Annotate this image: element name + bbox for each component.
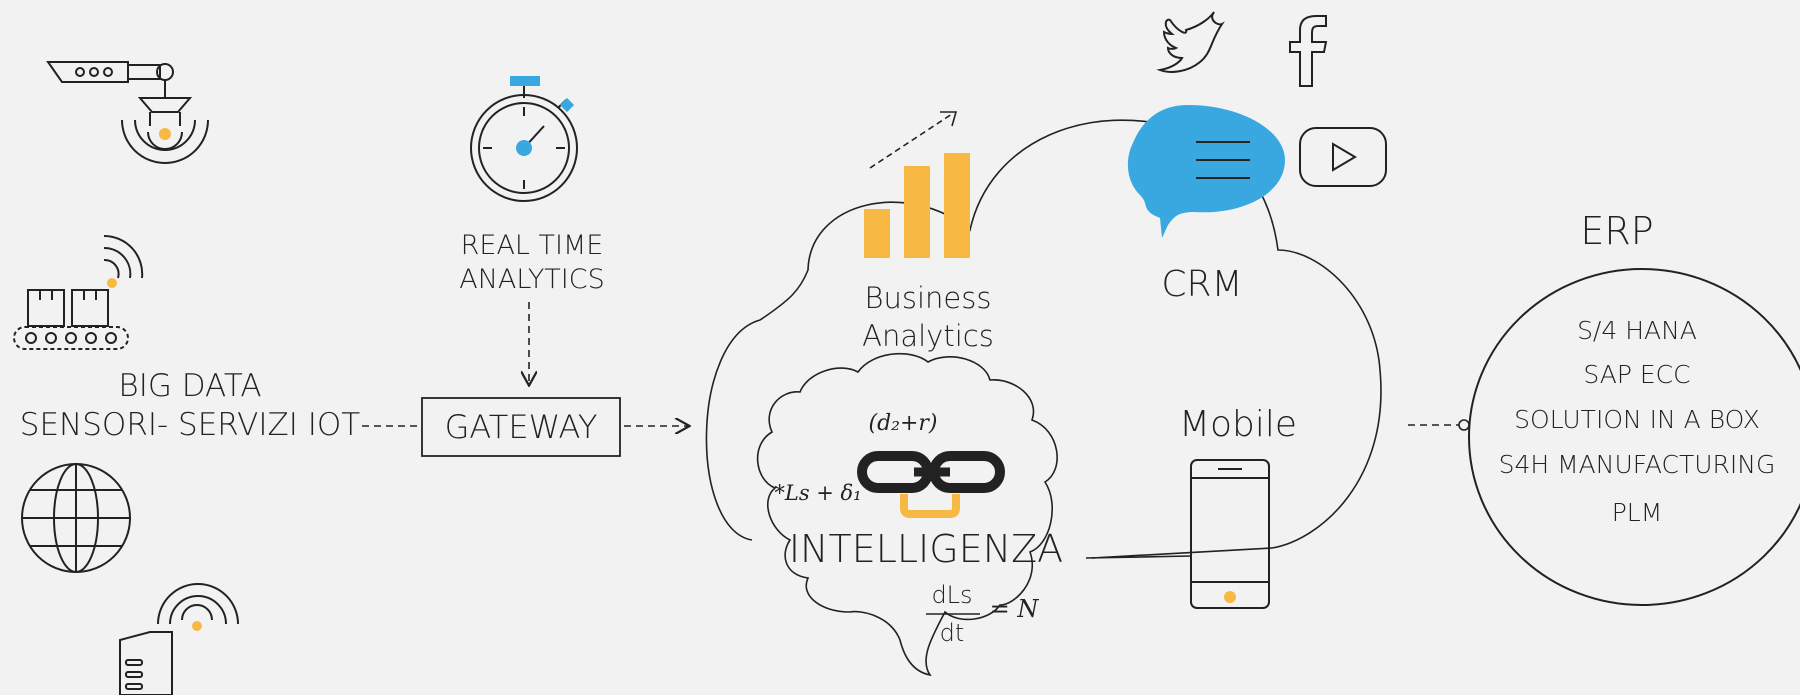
- smartphone-home-button: [1224, 591, 1236, 603]
- formula-denominator: dt: [940, 619, 965, 647]
- smartphone-icon: [1190, 459, 1270, 609]
- facebook-icon: [1289, 15, 1328, 87]
- gateway-box: [421, 397, 621, 457]
- robot-arm-icon: [46, 61, 209, 164]
- erp-item: SOLUTION IN A BOX: [1514, 405, 1760, 434]
- business-analytics-subtitle: Analytics: [862, 319, 994, 353]
- erp-title: ERP: [1580, 209, 1653, 253]
- connector-end-dot: [1458, 419, 1470, 431]
- real-time-title: REAL TIME: [461, 230, 604, 261]
- bar-3: [944, 153, 970, 258]
- gateway-label: GATEWAY: [445, 408, 598, 446]
- stopwatch-center: [516, 140, 532, 156]
- chain-link-icon: [857, 451, 1005, 518]
- stopwatch-button: [510, 76, 540, 86]
- erp-item: PLM: [1612, 498, 1663, 527]
- brain-shape: [756, 352, 1058, 677]
- chat-bubble-icon: [1127, 105, 1285, 238]
- intelligenza-label: INTELLIGENZA: [789, 527, 1063, 571]
- twitter-icon: [1156, 11, 1225, 73]
- erp-item: S4H MANUFACTURING: [1499, 450, 1776, 479]
- sim-card-dot: [192, 621, 202, 631]
- bar-2: [904, 166, 930, 258]
- formula-equals: = N: [990, 595, 1040, 623]
- cloud-shape: [705, 119, 1382, 559]
- conveyor-dot: [107, 278, 117, 288]
- erp-circle: [1468, 268, 1800, 606]
- formula-left: *Ls + δ₁: [774, 481, 861, 505]
- big-data-title: BIG DATA: [118, 368, 261, 404]
- formula-numerator: dLs: [931, 581, 972, 609]
- big-data-subtitle: SENSORI- SERVIZI IOT: [20, 407, 360, 443]
- bar-1: [864, 209, 890, 258]
- trend-line: [869, 113, 953, 169]
- stopwatch-side-button: [559, 97, 575, 113]
- erp-item: S/4 HANA: [1577, 316, 1697, 345]
- robot-arm-dot: [159, 128, 171, 140]
- mobile-label: Mobile: [1179, 404, 1297, 445]
- business-analytics-title: Business: [865, 281, 992, 315]
- stopwatch-icon: [470, 78, 578, 202]
- youtube-icon: [1299, 127, 1387, 187]
- crm-label: CRM: [1161, 264, 1242, 305]
- erp-item: SAP ECC: [1583, 360, 1690, 389]
- real-time-subtitle: ANALYTICS: [459, 264, 605, 295]
- formula-top: (d₂+r): [868, 411, 937, 436]
- sim-card-icon: [119, 583, 239, 695]
- conveyor-boxes-icon: [13, 234, 144, 350]
- trend-arrowhead: [940, 111, 958, 127]
- globe-icon: [21, 463, 131, 573]
- connector-brain-mobile: [1085, 555, 1192, 559]
- bar-chart-icon: [864, 111, 970, 258]
